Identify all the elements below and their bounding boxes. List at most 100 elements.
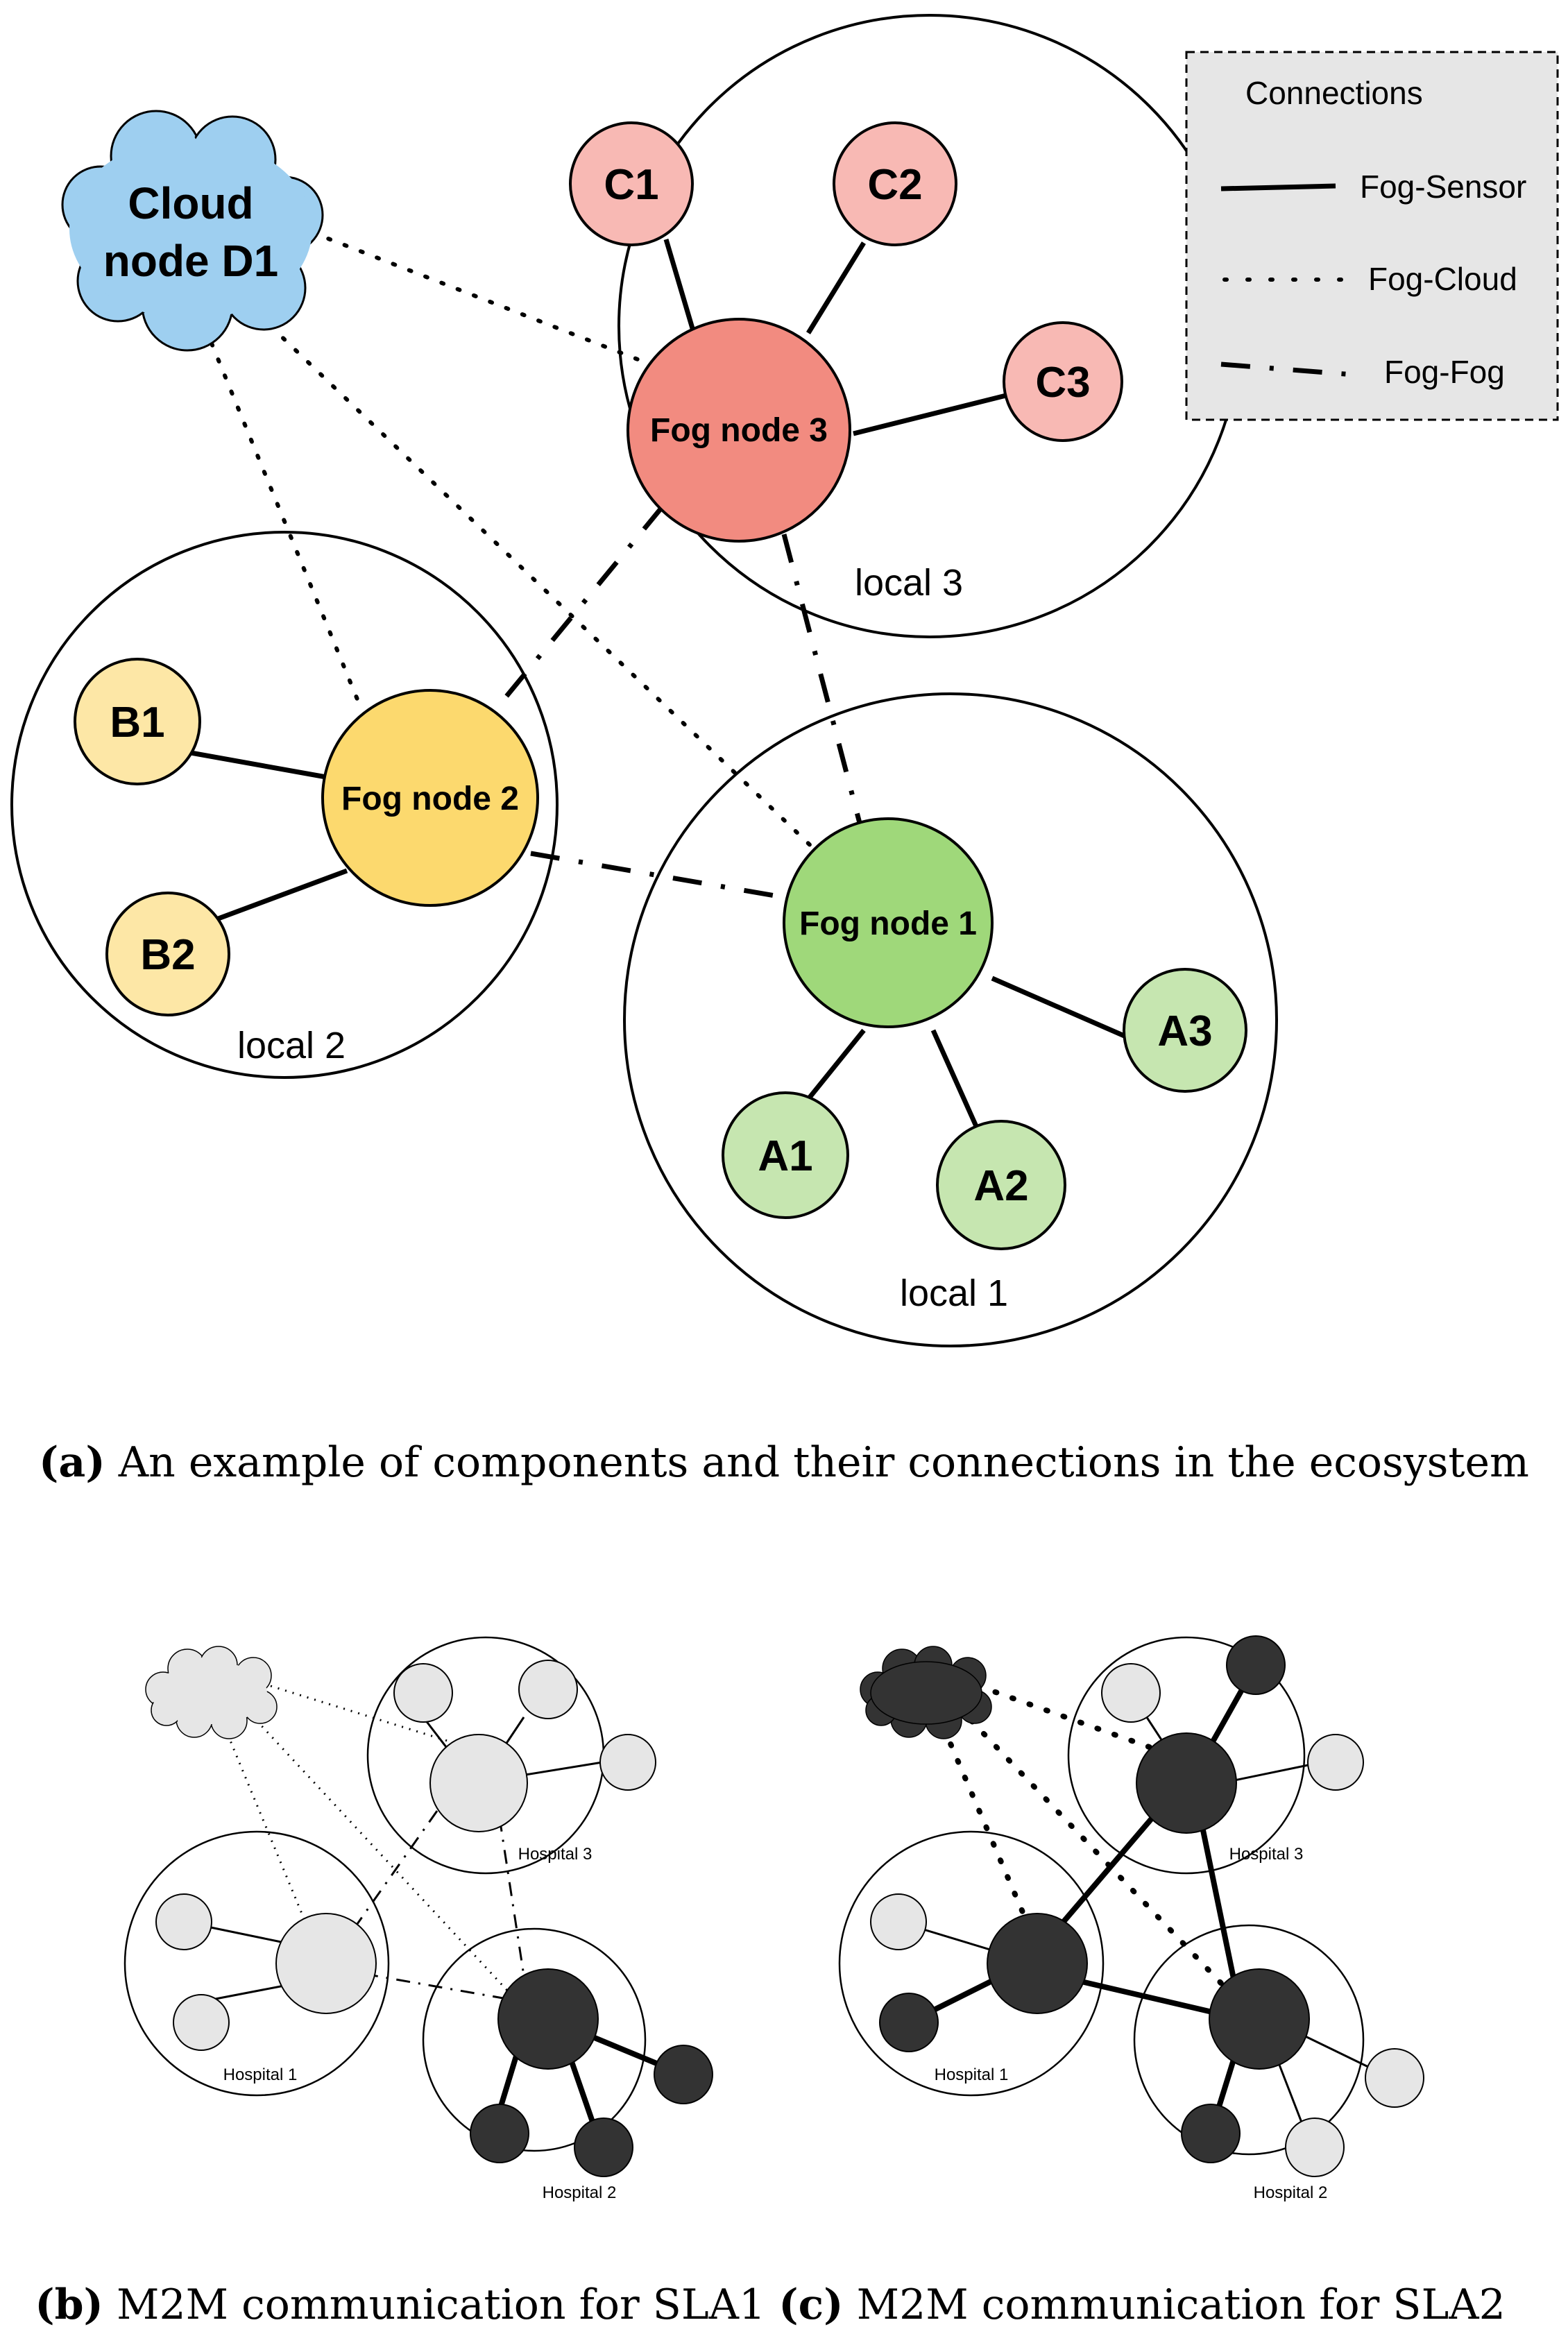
sensor-a1 <box>722 1091 849 1219</box>
b-link-cloud-fog1 <box>221 1720 307 1923</box>
caption-b-prefix: (b) <box>35 2281 103 2329</box>
fog-node-1 <box>783 817 994 1028</box>
sensor-b1 <box>74 658 201 785</box>
fog-fog-links <box>484 504 863 901</box>
sensor-a2-label: A2 <box>973 1162 1028 1210</box>
sensor-b2 <box>105 892 230 1016</box>
c-sensor <box>879 1993 939 2052</box>
c-sensor <box>1365 2048 1424 2108</box>
link-fog1-a2 <box>930 1029 981 1132</box>
caption-a-prefix: (a) <box>39 1438 105 1487</box>
sensor-b2-label: B2 <box>140 931 195 979</box>
legend-fog-sensor-swatch <box>1220 183 1336 191</box>
b-hospital3-label: Hospital 3 <box>518 1845 593 1864</box>
b-sensor <box>574 2118 633 2177</box>
link-cloud-fog2 <box>210 341 363 710</box>
c-link-cloud-fog2 <box>969 1718 1245 2008</box>
fog-node-2 <box>321 689 539 907</box>
legend-fog-sensor-label: Fog-Sensor <box>1360 169 1526 205</box>
b-sensor <box>155 1893 212 1950</box>
region-local2-label: local 2 <box>237 1025 346 1066</box>
caption-c-prefix: (c) <box>778 2281 843 2329</box>
link-fog3-fog2 <box>484 504 665 724</box>
c-cloud <box>860 1646 992 1739</box>
c-region-hospital3 <box>1067 1636 1306 1875</box>
legend-box <box>1185 51 1559 421</box>
caption-a-text: An example of components and their conne… <box>105 1438 1529 1487</box>
b-link-fog1-fog2 <box>364 1973 504 2000</box>
sensor-a3-label: A3 <box>1157 1007 1212 1055</box>
c-fog-node-1 <box>987 1913 1088 2014</box>
b-cloud <box>145 1646 278 1739</box>
sensor-c3-label: C3 <box>1035 359 1090 407</box>
b-fog-node-3 <box>429 1734 528 1832</box>
link-fog2-fog1 <box>530 851 792 901</box>
b-sensor <box>173 1994 230 2051</box>
caption-c-text: M2M communication for SLA2 <box>844 2281 1506 2329</box>
sensor-c3 <box>1003 321 1123 442</box>
b-fog-fog-links <box>352 1810 529 2000</box>
c-link-cloud-fog3 <box>975 1683 1175 1758</box>
b-sensor <box>393 1663 453 1723</box>
c-hospital3-label: Hospital 3 <box>1229 1845 1304 1864</box>
sensor-c2 <box>833 121 957 246</box>
b-hospital1-label: Hospital 1 <box>223 2065 298 2084</box>
caption-bc: (b) M2M communication for SLA1 (c) M2M c… <box>35 2281 1506 2329</box>
figure-a: Cloud node D1 C1 C2 C3 Fog node 3 local … <box>10 14 1559 1487</box>
legend-fog-cloud-label: Fog-Cloud <box>1368 261 1517 297</box>
link-fog2-b1 <box>190 750 327 780</box>
region-local3-label: local 3 <box>855 562 963 604</box>
legend-fog-fog-swatch <box>1220 361 1354 377</box>
b-fog-node-2 <box>497 1968 599 2070</box>
c-sensor <box>1285 2118 1345 2177</box>
region-local1 <box>623 692 1278 1347</box>
sensor-a2 <box>936 1120 1066 1250</box>
link-cloud-fog3 <box>310 230 661 370</box>
b-sensor <box>518 1660 578 1719</box>
c-sensor <box>1181 2104 1241 2163</box>
cloud-node-d1: Cloud node D1 <box>61 110 324 352</box>
c-fog-node-2 <box>1209 1968 1310 2070</box>
c-link-cloud-fog1 <box>941 1725 1030 1925</box>
link-fog3-c2 <box>806 241 866 334</box>
link-fog3-c1 <box>663 239 697 334</box>
sensor-c1 <box>569 121 694 246</box>
b-link-cloud-fog2 <box>255 1719 529 2013</box>
b-sensor <box>599 1734 656 1791</box>
c-hospital2-label: Hospital 2 <box>1254 2183 1328 2202</box>
fog-node-3 <box>627 318 851 543</box>
fog-node-3-label: Fog node 3 <box>650 412 828 449</box>
fog-cloud-links <box>210 230 821 855</box>
c-fog-cloud-links <box>941 1683 1245 2008</box>
link-fog3-c3 <box>853 393 1007 436</box>
legend: Connections Fog-Sensor Fog-Cloud Fog-Fog <box>1185 51 1559 421</box>
link-fog1-a3 <box>991 975 1129 1040</box>
c-sensor <box>870 1893 927 1950</box>
region-local2 <box>10 531 559 1079</box>
figure-c: Hospital 3 Hospital 1 Hospital 2 <box>838 1635 1424 2202</box>
b-link-fog3-fog1 <box>352 1810 438 1929</box>
link-fog2-b2 <box>196 868 348 929</box>
region-local1-label: local 1 <box>900 1272 1008 1314</box>
legend-title: Connections <box>1245 75 1423 111</box>
b-sensor <box>654 2045 713 2104</box>
b-region-hospital1 <box>123 1830 390 2097</box>
c-region-hospital1 <box>838 1830 1105 2097</box>
fog-node-1-label: Fog node 1 <box>799 905 977 942</box>
c-region-hospital2 <box>1133 1924 1365 2156</box>
c-fog-node-3 <box>1136 1732 1237 1834</box>
sensor-c1-label: C1 <box>604 161 658 209</box>
b-hospital2-label: Hospital 2 <box>543 2183 617 2202</box>
caption-a: (a) An example of components and their c… <box>39 1438 1529 1487</box>
sensor-a1-label: A1 <box>758 1132 812 1180</box>
sensor-b1-label: B1 <box>110 699 164 747</box>
c-sensor <box>1307 1734 1364 1791</box>
sensor-c2-label: C2 <box>867 161 922 209</box>
c-link-fog3-s3 <box>1220 1761 1322 1784</box>
fog-node-2-label: Fog node 2 <box>341 781 519 817</box>
b-region-hospital2 <box>422 1927 647 2152</box>
figure-b: Hospital 3 Hospital 1 Hospital 2 <box>123 1636 713 2202</box>
cloud-label-line1: Cloud <box>128 178 253 228</box>
c-hospital1-label: Hospital 1 <box>935 2065 1009 2084</box>
